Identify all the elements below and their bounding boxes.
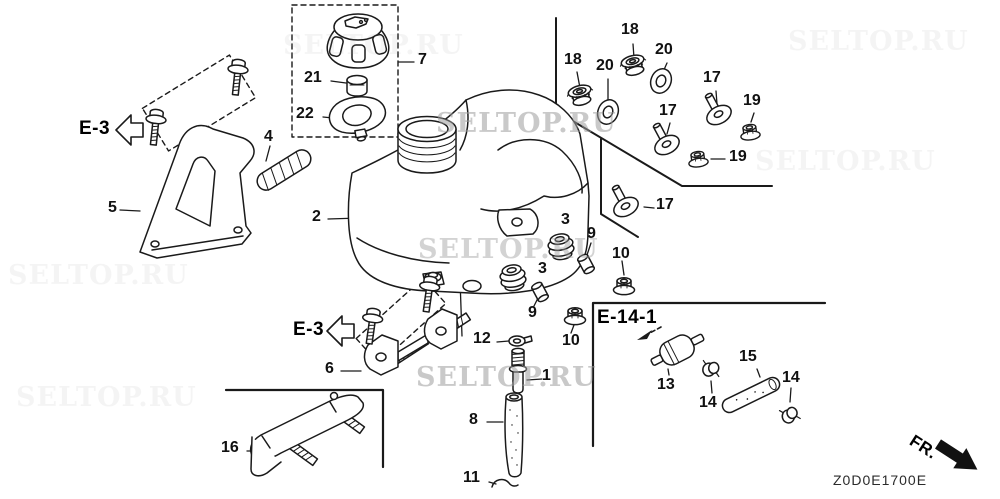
cap-gasket xyxy=(328,96,387,142)
fuel-tube xyxy=(721,376,781,414)
flange-nut-19 xyxy=(686,149,710,169)
flange-nut-10 xyxy=(612,277,636,296)
e14-1-arrow xyxy=(637,326,662,340)
collar-18 xyxy=(564,81,597,109)
tube-clamp-14 xyxy=(778,405,802,426)
e3-arrow-lower xyxy=(326,315,355,347)
front-direction-arrow xyxy=(935,439,978,470)
tube-clamp-14 xyxy=(700,359,722,379)
washer-20 xyxy=(646,64,676,98)
fuel-cap xyxy=(326,13,390,69)
tank-stay-bracket xyxy=(139,124,255,259)
tube-clip-upper xyxy=(508,335,533,347)
group-boundary-lines xyxy=(224,17,827,469)
tube-clip-lower xyxy=(491,478,519,488)
shoulder-grommet-17 xyxy=(602,179,643,222)
fuel-filter xyxy=(650,333,705,366)
tank-rubber-strip xyxy=(256,149,312,191)
drain-tube xyxy=(504,392,524,478)
e3-arrow-upper xyxy=(115,114,144,146)
tube-joint xyxy=(508,347,528,394)
flange-nut-19 xyxy=(738,122,762,142)
washer-20 xyxy=(593,95,623,129)
bushing-9 xyxy=(575,252,597,276)
setting-bracket xyxy=(363,308,472,376)
fuel-cap-box xyxy=(291,4,399,138)
shoulder-grommet-17 xyxy=(695,87,736,130)
holder-bracket xyxy=(249,391,366,477)
flange-bolt xyxy=(224,57,250,97)
flange-bolt xyxy=(142,107,168,147)
collar-18 xyxy=(617,51,650,79)
flange-nut-10 xyxy=(563,307,587,326)
cap-valve xyxy=(346,74,368,97)
diagram-code: Z0D0E1700E xyxy=(833,472,928,488)
shoulder-grommet-17 xyxy=(643,117,684,160)
e3-bolt-box-lower xyxy=(355,277,447,365)
fuel-tank xyxy=(347,89,590,295)
